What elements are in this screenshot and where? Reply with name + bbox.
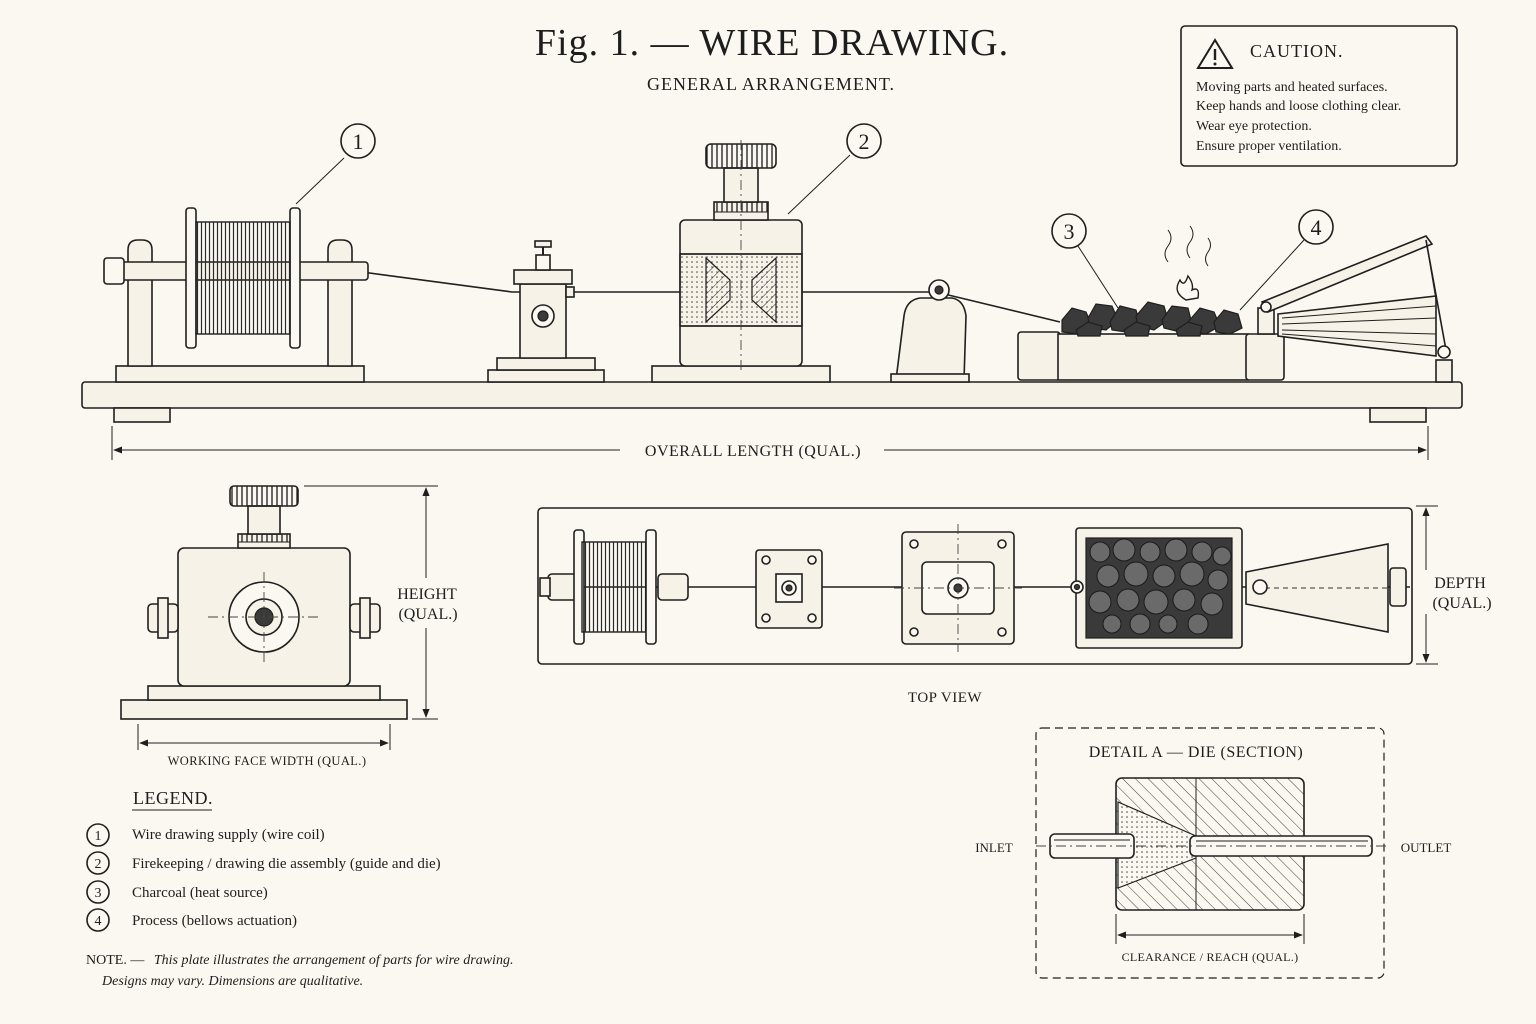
plate-subtitle: GENERAL ARRANGEMENT. [647, 74, 895, 94]
base-board [81, 381, 1463, 409]
svg-text:4: 4 [1311, 215, 1322, 240]
overall-length-label: OVERALL LENGTH (QUAL.) [645, 443, 861, 460]
detail-a-die-section: DETAIL A — DIE (SECTION) INLET OUTLET CL… [975, 727, 1452, 979]
legend-heading: LEGEND. [133, 788, 213, 808]
drawing-die-assembly [651, 140, 831, 383]
working-face-label: WORKING FACE WIDTH (QUAL.) [168, 754, 367, 768]
height-label-qual: (QUAL.) [398, 606, 457, 623]
flame-icon [1164, 225, 1211, 301]
top-view-label: TOP VIEW [908, 690, 982, 706]
top-spool [539, 529, 689, 645]
outlet-label: OUTLET [1401, 840, 1452, 855]
legend-item: 4 Process (bellows actuation) [86, 908, 297, 932]
legend-item: 2 Firekeeping / drawing die assembly (gu… [86, 851, 441, 875]
legend-item: 1 Wire drawing supply (wire coil) [86, 823, 325, 847]
svg-text:2: 2 [859, 129, 870, 154]
caution-box: CAUTION. Moving parts and heated surface… [1180, 25, 1458, 167]
detail-title: DETAIL A — DIE (SECTION) [1089, 744, 1304, 761]
height-dimension: HEIGHT (QUAL.) [304, 485, 458, 720]
svg-text:Charcoal (heat source): Charcoal (heat source) [132, 885, 268, 901]
legend: LEGEND. 1 Wire drawing supply (wire coil… [86, 788, 441, 932]
note: NOTE. — This plate illustrates the arran… [86, 953, 513, 989]
height-label: HEIGHT [397, 586, 457, 603]
pulley-post [890, 279, 970, 383]
wire-coil-spool [103, 207, 369, 383]
depth-label: DEPTH [1434, 575, 1486, 592]
callout-2: 2 [787, 123, 882, 215]
svg-text:1: 1 [95, 829, 102, 844]
end-view: HEIGHT (QUAL.) WORKING FACE WIDTH (QUAL.… [120, 485, 458, 768]
note-lead: NOTE. — [86, 953, 145, 968]
charcoal-hearth [1017, 225, 1285, 381]
caution-line: Wear eye protection. [1196, 119, 1312, 134]
svg-text:4: 4 [95, 914, 102, 929]
inlet-label: INLET [975, 840, 1013, 855]
top-guide [755, 549, 823, 629]
top-bellows [1245, 543, 1407, 633]
legend-item: 3 Charcoal (heat source) [86, 880, 268, 904]
svg-text:Process (bellows actuation): Process (bellows actuation) [132, 913, 297, 929]
clearance-label: CLEARANCE / REACH (QUAL.) [1122, 950, 1299, 964]
caution-line: Keep hands and loose clothing clear. [1196, 99, 1401, 114]
depth-label-qual: (QUAL.) [1432, 595, 1491, 612]
warning-triangle-icon [1196, 38, 1234, 69]
svg-text:3: 3 [1064, 219, 1075, 244]
top-die [894, 524, 1022, 652]
note-line-2: Designs may vary. Dimensions are qualita… [101, 974, 363, 989]
charcoal-pile [1061, 301, 1243, 337]
caution-line: Moving parts and heated surfaces. [1196, 80, 1388, 95]
svg-text:Wire drawing supply (wire coil: Wire drawing supply (wire coil) [132, 827, 325, 843]
bellows [1257, 235, 1453, 383]
plate-title: Fig. 1. — WIRE DRAWING. [535, 22, 1009, 64]
top-view: DEPTH (QUAL.) TOP VIEW [537, 505, 1492, 706]
elevation-view: 1 2 3 4 OVERALL LENGTH (QUAL.) [81, 123, 1463, 460]
callout-4: 4 [1239, 209, 1334, 311]
top-hearth [1070, 527, 1243, 649]
overall-length-dimension: OVERALL LENGTH (QUAL.) [111, 426, 1429, 460]
caution-line: Ensure proper ventilation. [1196, 139, 1342, 154]
wire-guide [487, 240, 605, 383]
callout-3: 3 [1051, 213, 1119, 309]
svg-text:Firekeeping / drawing die asse: Firekeeping / drawing die assembly (guid… [132, 856, 441, 872]
working-face-dimension: WORKING FACE WIDTH (QUAL.) [137, 724, 391, 768]
svg-text:1: 1 [353, 129, 364, 154]
caution-heading: CAUTION. [1250, 41, 1344, 61]
depth-dimension: DEPTH (QUAL.) [1416, 505, 1492, 665]
svg-text:2: 2 [95, 857, 102, 872]
svg-text:NOTE. — This plate illus: NOTE. — This plate illustrates the arran… [86, 953, 513, 968]
callout-1: 1 [295, 123, 376, 205]
note-line-1: This plate illustrates the arrangement o… [154, 953, 514, 968]
svg-text:3: 3 [95, 886, 102, 901]
